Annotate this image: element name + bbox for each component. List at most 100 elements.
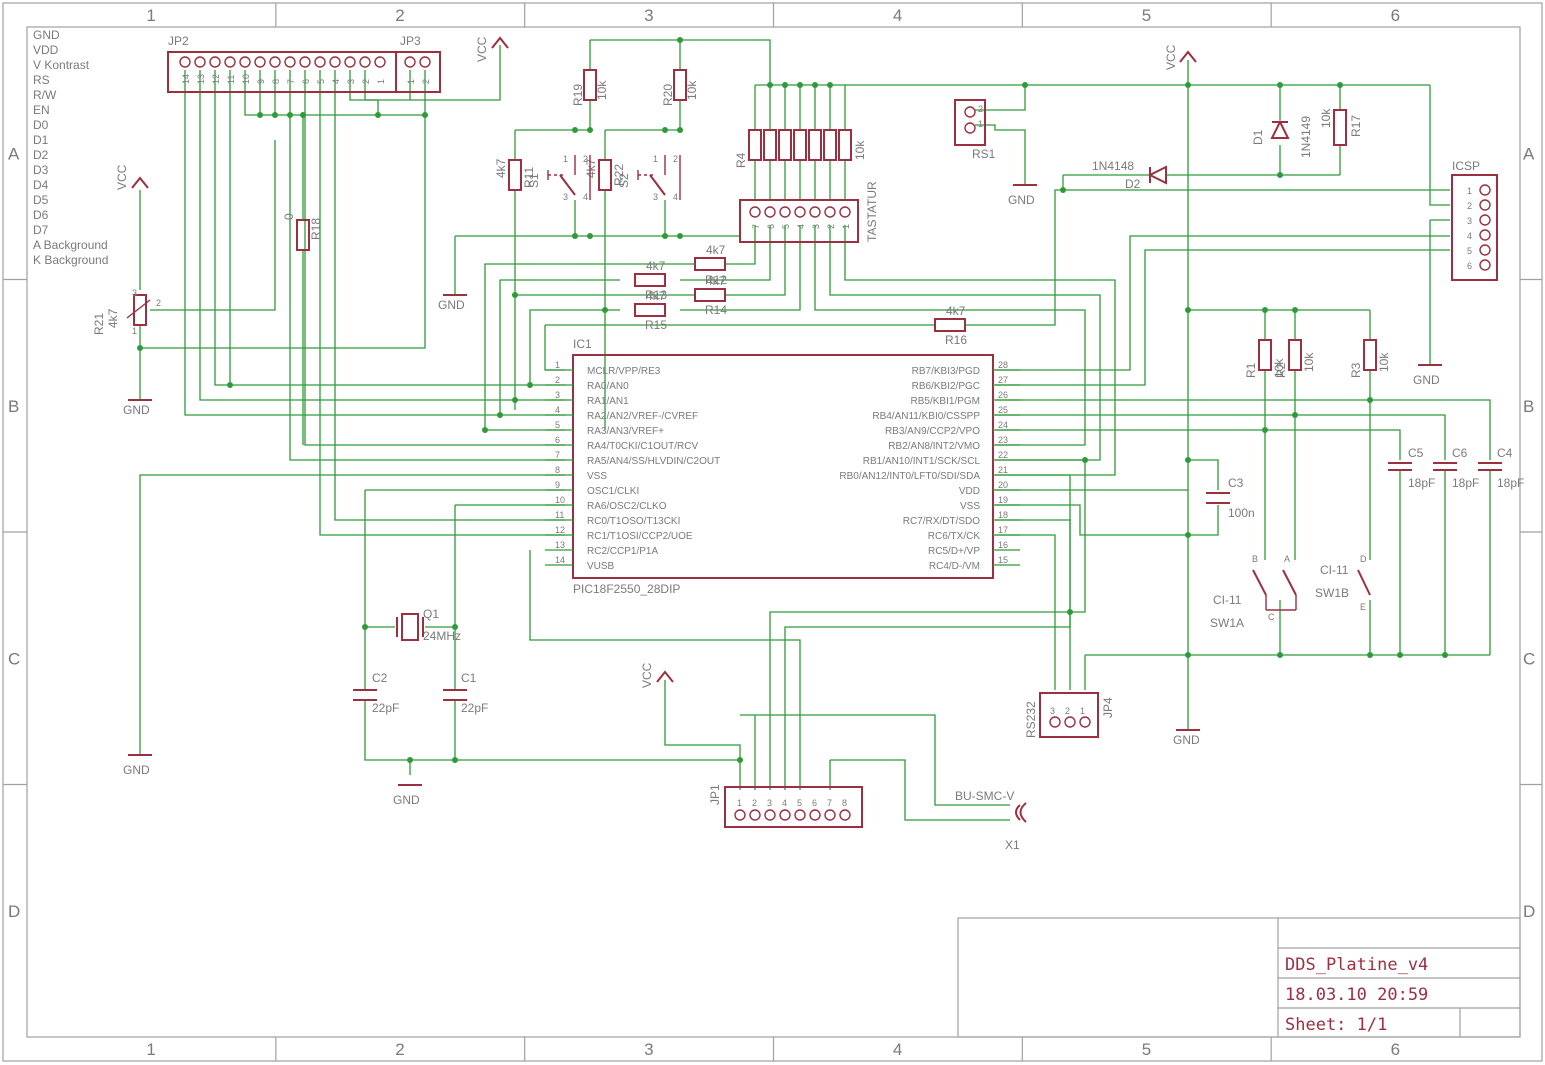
junction-dot xyxy=(767,82,773,88)
junction-dot xyxy=(587,127,593,133)
tastatur-label: TASTATUR xyxy=(865,181,879,242)
tastatur-pin-num: 3 xyxy=(811,224,821,229)
lcd-label: V Kontrast xyxy=(33,58,90,72)
ic1-body xyxy=(572,354,994,579)
c4-name: C4 xyxy=(1497,446,1513,460)
ic1-name: IC1 xyxy=(573,337,592,351)
junction-dot xyxy=(1442,652,1448,658)
junction-dot xyxy=(512,292,518,298)
wires xyxy=(139,39,1491,821)
junction-dot xyxy=(1277,82,1283,88)
ic1-pin-num: 20 xyxy=(998,480,1008,490)
ic1-pin-num: 2 xyxy=(555,375,560,385)
ic1-pin-label: RC4/D-/VM xyxy=(929,561,980,572)
tastatur-pin xyxy=(794,206,806,218)
c1-name: C1 xyxy=(461,671,477,685)
ic1-pin-label: RC0/T1OSO/T13CKI xyxy=(587,516,680,527)
sw1b-name: SW1B xyxy=(1315,586,1349,600)
s1-pin2: 2 xyxy=(583,154,588,164)
ic1-pin-label: VSS xyxy=(587,471,607,482)
icsp-label: ICSP xyxy=(1452,159,1480,173)
icsp-connector xyxy=(1451,174,1498,281)
jp4-connector xyxy=(1039,692,1099,738)
junction-dot xyxy=(572,233,578,239)
jp1-label: JP1 xyxy=(708,784,722,805)
junction-dot xyxy=(422,112,428,118)
r15-name: R15 xyxy=(645,318,667,332)
ic1-pin-num: 24 xyxy=(998,420,1008,430)
jp1-pin xyxy=(749,809,761,821)
ic1-part: PIC18F2550_28DIP xyxy=(573,582,680,596)
junction-dot xyxy=(572,127,578,133)
r14-value: 4k7 xyxy=(706,274,726,288)
ic1-pin-label: RB5/KBI1/PGM xyxy=(911,396,980,407)
ic1-pin-num: 9 xyxy=(555,480,560,490)
gnd-label-vss: GND xyxy=(123,763,150,777)
ic1-pin-label: RB7/KBI3/PGD xyxy=(912,366,980,377)
ic1-pin-label: RC5/D+/VP xyxy=(928,546,980,557)
sheet-text: Sheet: 1/1 xyxy=(1285,1015,1387,1035)
icsp-pin-num: 2 xyxy=(1467,201,1472,211)
capacitor-bodies xyxy=(353,462,1502,701)
jp1-pin-num: 1 xyxy=(737,798,742,808)
jp2-pin xyxy=(314,56,326,68)
jp2-pin xyxy=(269,56,281,68)
d2-value: 1N4148 xyxy=(1092,159,1134,173)
switch-s2 xyxy=(637,155,681,200)
ic1-pin-label: RC1/T1OSI/CCP2/UOE xyxy=(587,531,693,542)
jp2-pin xyxy=(299,56,311,68)
crystal-q1 xyxy=(396,613,424,641)
resistor-bodies xyxy=(126,69,1377,371)
grid-col-bottom: 5 xyxy=(1142,1040,1151,1059)
lcd-label: D2 xyxy=(33,148,49,162)
lcd-label: D1 xyxy=(33,133,49,147)
grid-col-top: 3 xyxy=(644,6,653,25)
lcd-label: EN xyxy=(33,103,50,117)
jp1-pin xyxy=(809,809,821,821)
r21-pin3: 3 xyxy=(132,288,137,298)
jp1-pin-num: 4 xyxy=(782,798,787,808)
icsp-pin-num: 1 xyxy=(1467,186,1472,196)
jp3-connector xyxy=(395,51,441,93)
junction-dot xyxy=(662,127,668,133)
jp3-label: JP3 xyxy=(400,34,421,48)
gnd-label-crystal: GND xyxy=(393,793,420,807)
ic1-pin-num: 4 xyxy=(555,405,560,415)
r20-name: R20 xyxy=(661,84,675,106)
jp2-pin-num: 9 xyxy=(256,79,266,84)
tastatur-connector xyxy=(739,199,859,243)
junction-dot xyxy=(1185,652,1191,658)
junction-dot xyxy=(1367,652,1373,658)
junction-dot xyxy=(677,37,683,43)
junction-dot xyxy=(1337,82,1343,88)
jp2-pin-num: 13 xyxy=(196,74,206,84)
icsp-pin-num: 3 xyxy=(1467,216,1472,226)
rs1-pin1: 1 xyxy=(978,119,983,129)
jp2-pin-num: 4 xyxy=(331,79,341,84)
x1-connector xyxy=(1015,802,1027,823)
ic1-pin-num: 11 xyxy=(555,510,564,520)
grid-row-left: B xyxy=(8,397,19,416)
grid-col-top: 6 xyxy=(1391,6,1400,25)
junction-dot xyxy=(1185,82,1191,88)
junction-dot xyxy=(1185,457,1191,463)
d2-name: D2 xyxy=(1125,177,1141,191)
r19-value: 10k xyxy=(595,80,609,100)
d1-name: D1 xyxy=(1251,129,1265,145)
junction-dot xyxy=(1277,652,1283,658)
rs1-pin2: 2 xyxy=(978,104,983,114)
gnd-label-icsp: GND xyxy=(1413,373,1440,387)
grid-row-right: C xyxy=(1523,649,1535,668)
ic1-pin-label: RB6/KBI2/PGC xyxy=(912,381,980,392)
junction-dot xyxy=(375,112,381,118)
tastatur-pin-num: 2 xyxy=(826,224,836,229)
c6-value: 18pF xyxy=(1452,476,1479,490)
ic1-left-pins: 1MCLR/VPP/RE32RA0/AN03RA1/AN14RA2/AN2/VR… xyxy=(545,360,720,572)
junction-dot xyxy=(812,82,818,88)
gnd-symbols xyxy=(128,184,1442,786)
jp2-pin-num: 2 xyxy=(361,79,371,84)
ic1-pin-label: VUSB xyxy=(587,561,615,572)
q1-name: Q1 xyxy=(423,607,439,621)
